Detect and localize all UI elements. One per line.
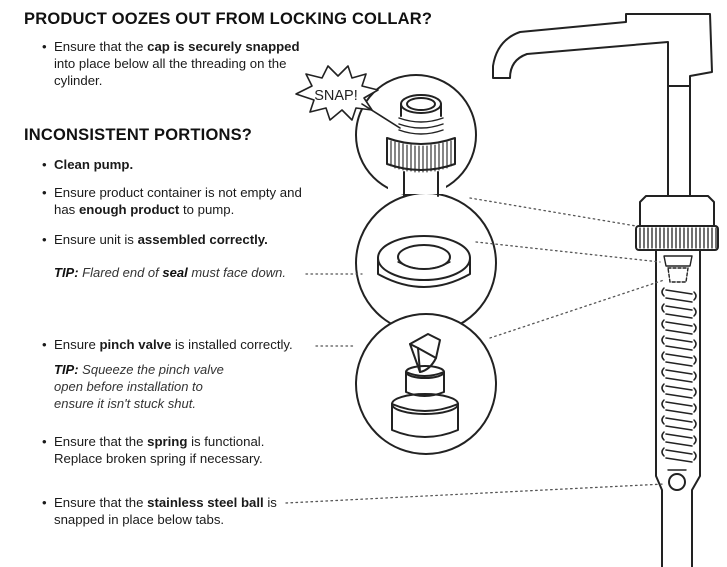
leader-ball — [285, 483, 665, 504]
pump-shaft — [667, 85, 691, 197]
stainless-steel-ball — [668, 473, 686, 491]
leader-pinch-to-pump — [489, 279, 665, 339]
tip-seal: TIP: Flared end of seal must face down. — [54, 265, 286, 280]
bullet: • — [42, 185, 47, 200]
list-item-spring: • Ensure that the spring is functional. … — [42, 434, 265, 466]
pump-spring — [661, 287, 697, 463]
list-item-cap: • Ensure that the cap is securely snappe… — [42, 39, 300, 88]
heading-oozes: PRODUCT OOZES OUT FROM LOCKING COLLAR? — [24, 10, 433, 28]
bullet: • — [42, 39, 47, 54]
list-item-clean: • Clean pump. — [42, 157, 134, 172]
heading-inconsistent: INCONSISTENT PORTIONS? — [24, 126, 253, 144]
bullet: • — [42, 495, 47, 510]
bullet: • — [42, 157, 47, 172]
leader-cap — [469, 197, 637, 227]
pump-cylinder — [655, 249, 701, 567]
tip-pinch-valve: TIP: Squeeze the pinch valve open before… — [54, 362, 224, 411]
seal-detail — [377, 235, 471, 288]
snap-burst — [295, 65, 401, 129]
cylinder-valve — [663, 255, 693, 283]
pinch-valve-detail — [391, 333, 459, 438]
pump-spout — [492, 13, 713, 87]
bullet: • — [42, 232, 47, 247]
bullet: • — [42, 337, 47, 352]
list-item-ball: • Ensure that the stainless steel ball i… — [42, 495, 277, 527]
list-item-pinch-valve: • Ensure pinch valve is installed correc… — [42, 337, 293, 352]
pump-collar — [635, 195, 719, 251]
snap-label: SNAP! — [314, 88, 358, 104]
list-item-container: • Ensure product container is not empty … — [42, 185, 302, 217]
cap-detail — [386, 94, 456, 197]
list-item-assembled: • Ensure unit is assembled correctly. — [42, 232, 268, 247]
leader-seal-to-pump — [475, 241, 661, 263]
bullet: • — [42, 434, 47, 449]
